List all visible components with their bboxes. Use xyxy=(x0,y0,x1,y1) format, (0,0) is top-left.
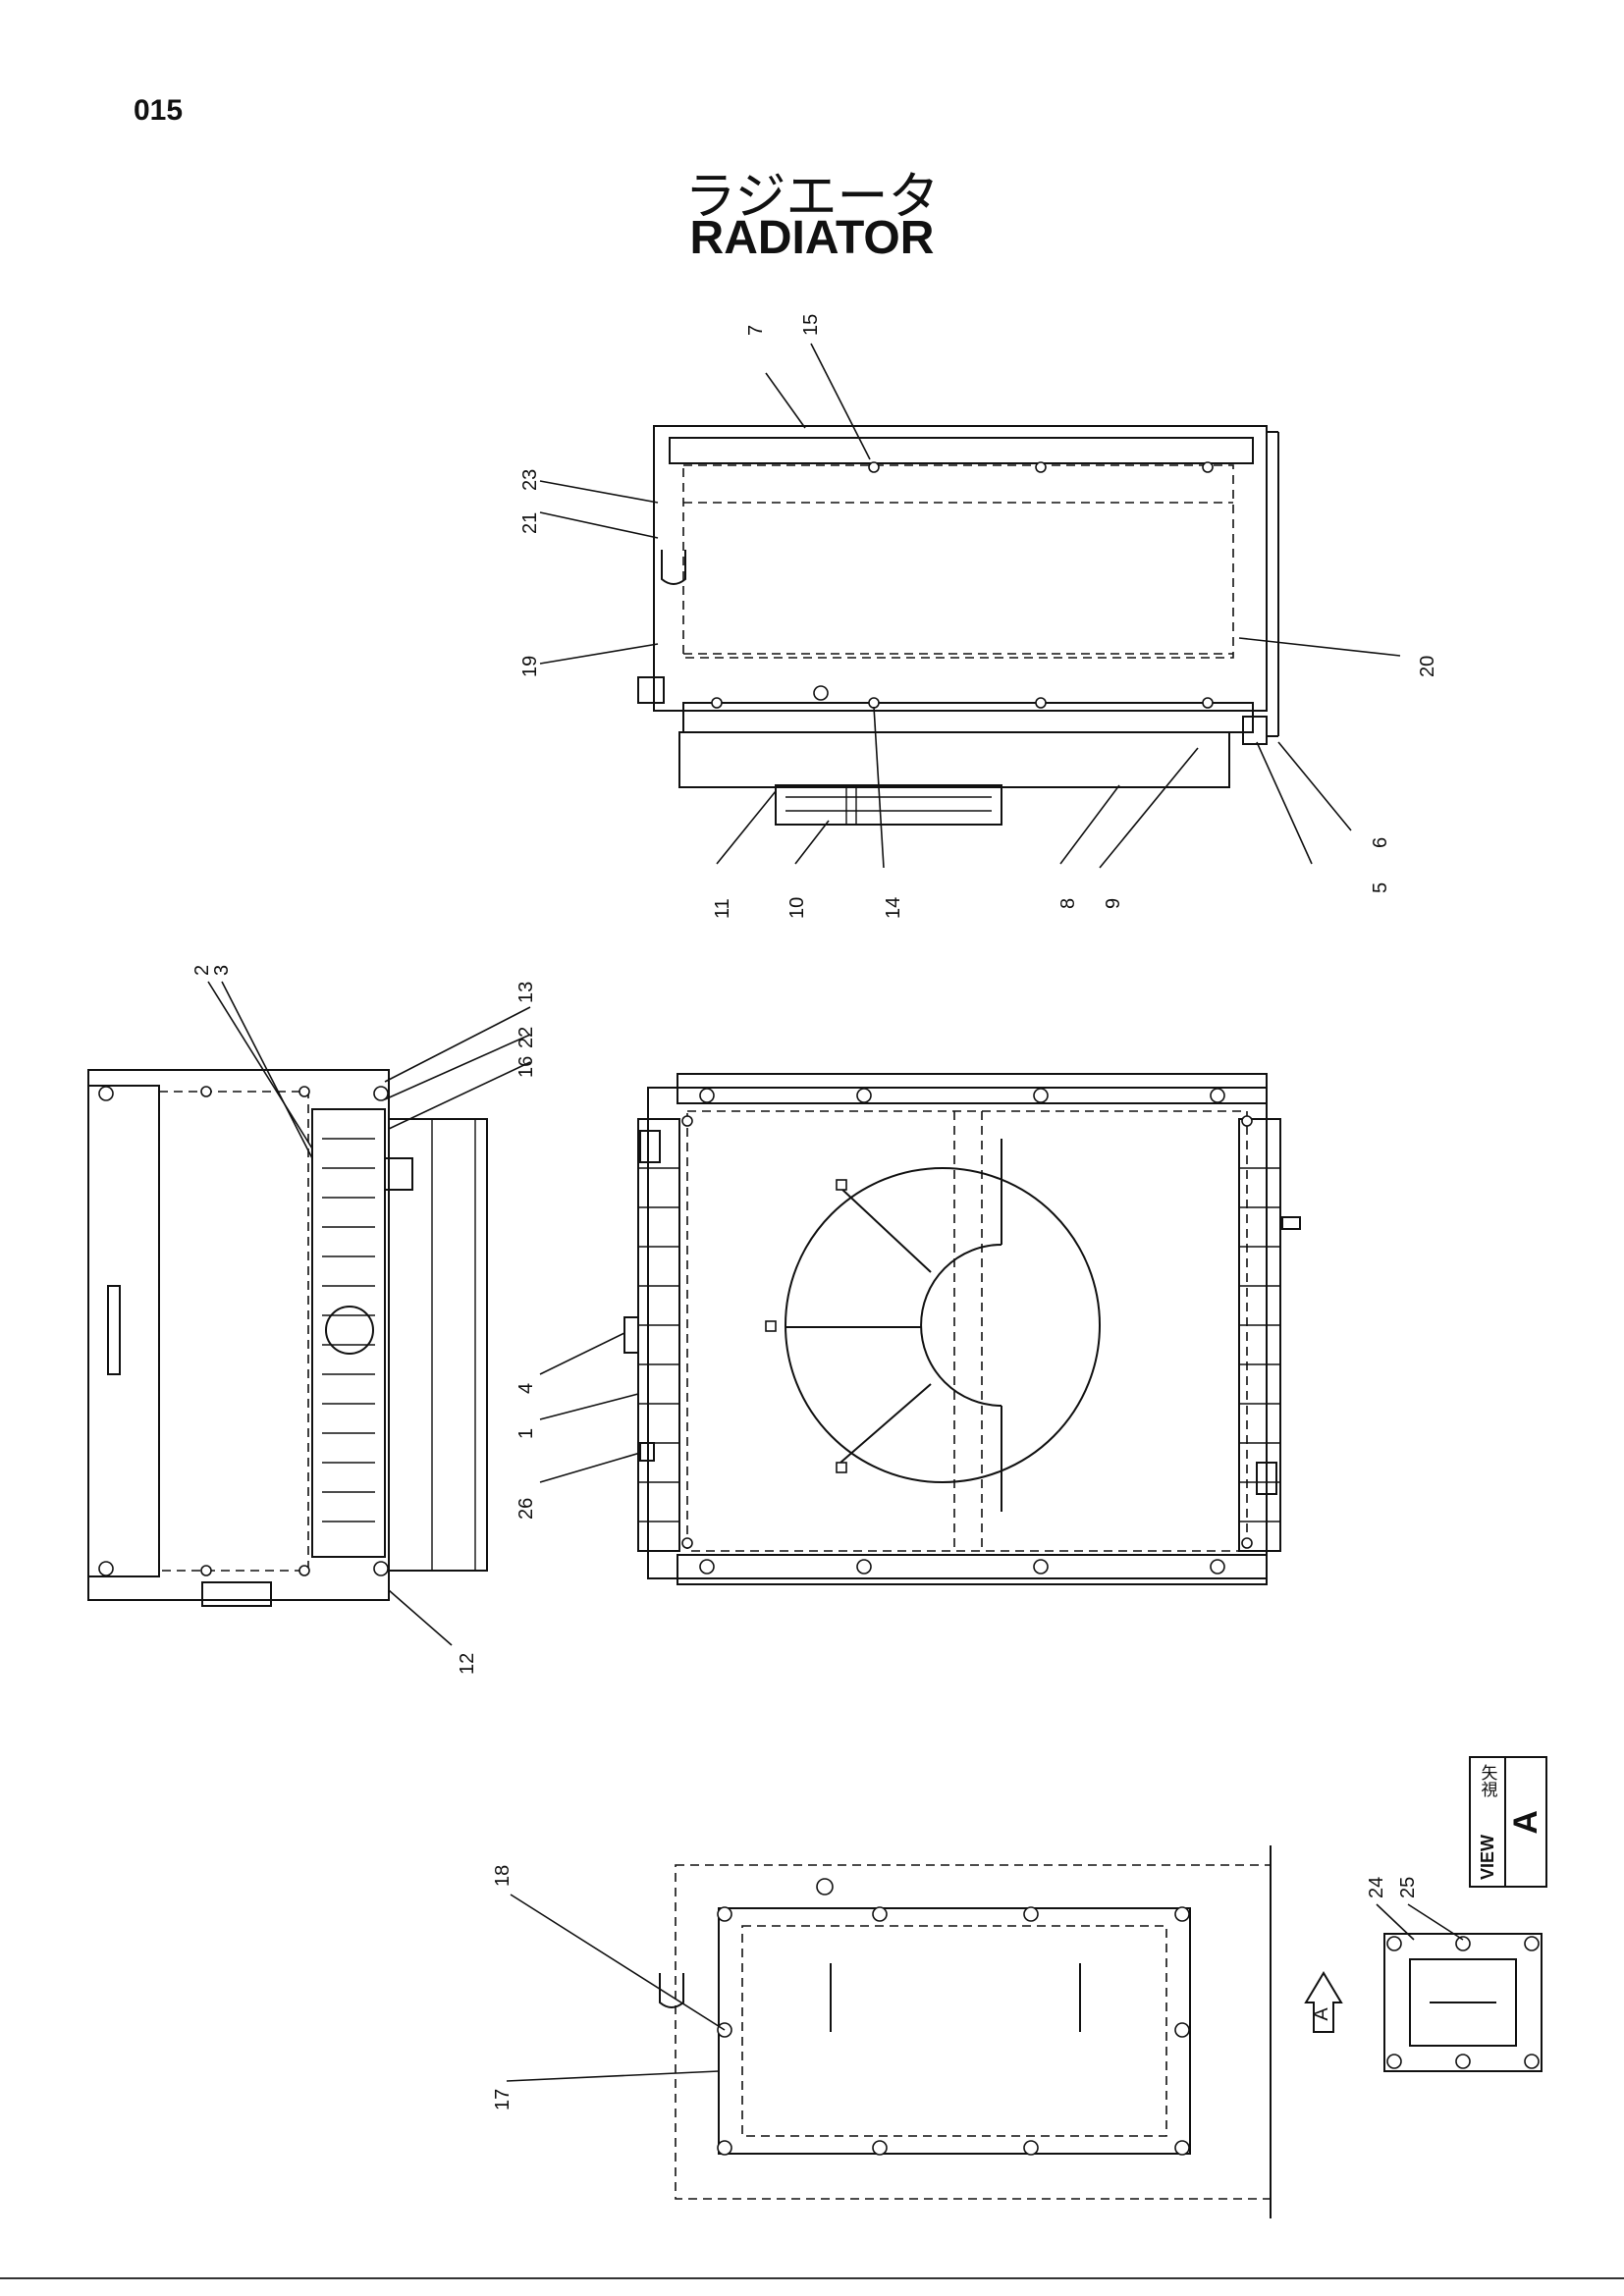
view-a-inner-panel xyxy=(1409,1958,1517,2047)
callout-2: 2 xyxy=(191,965,213,976)
callout-6: 6 xyxy=(1370,837,1391,848)
top-view-u-bolt xyxy=(661,550,686,585)
top-view-plug xyxy=(813,685,829,701)
view-label-letter: A xyxy=(1506,1809,1544,1835)
side-view-core xyxy=(158,1091,309,1572)
top-view-guard xyxy=(775,784,1002,826)
callout-11: 11 xyxy=(712,898,733,919)
side-view xyxy=(87,1069,488,1607)
callout-22: 22 xyxy=(515,1027,537,1048)
callout-3: 3 xyxy=(211,965,233,976)
callout-10: 10 xyxy=(786,897,808,919)
top-view-shroud xyxy=(678,731,1230,788)
callout-1: 1 xyxy=(515,1428,537,1439)
callout-21: 21 xyxy=(519,512,541,534)
callout-16: 16 xyxy=(515,1056,537,1078)
top-view-filler-cap xyxy=(637,676,665,704)
callout-5: 5 xyxy=(1370,882,1391,893)
callout-26: 26 xyxy=(515,1498,537,1520)
leader-lines xyxy=(207,343,1464,2082)
callout-25: 25 xyxy=(1397,1877,1419,1898)
front-view-outer-frame xyxy=(647,1087,1268,1579)
plate-view-outline xyxy=(675,1864,1272,2200)
front-view-filler-neck xyxy=(623,1316,639,1354)
callout-20: 20 xyxy=(1417,656,1438,677)
view-a-detail: A xyxy=(1304,1933,1543,2072)
callout-7: 7 xyxy=(745,325,767,336)
side-view-shroud xyxy=(388,1118,488,1572)
view-a-arrow-letter: A xyxy=(1311,2007,1332,2021)
side-view-bracket xyxy=(384,1157,413,1191)
plate-view-cover xyxy=(718,1907,1191,2155)
view-a-label-box: 矢視 VIEW A xyxy=(1469,1756,1547,1888)
front-view-core xyxy=(686,1110,1248,1552)
callout-18: 18 xyxy=(492,1865,514,1887)
callout-8: 8 xyxy=(1057,898,1079,909)
callout-19: 19 xyxy=(519,656,541,677)
plate-view-u-bolt xyxy=(659,1973,684,2008)
title-japanese: ラジエータ xyxy=(684,168,940,227)
top-view-lower-plate xyxy=(682,702,1254,733)
top-view-outer-frame xyxy=(653,425,1268,712)
view-a-cover-plate xyxy=(1383,1933,1543,2072)
title-english: RADIATOR xyxy=(689,212,935,264)
top-view xyxy=(637,425,1279,826)
callout-13: 13 xyxy=(515,982,537,1003)
callout-17: 17 xyxy=(492,2089,514,2110)
front-view-top-bar xyxy=(677,1073,1268,1104)
top-view-drain xyxy=(1242,716,1268,745)
front-view-inlet xyxy=(639,1130,661,1163)
front-view xyxy=(623,1073,1301,1585)
callout-15: 15 xyxy=(800,314,822,336)
plate-view xyxy=(659,1845,1272,2218)
callout-numbers: 7 15 23 21 19 20 6 5 9 8 14 10 11 2 3 13… xyxy=(191,314,1438,2110)
side-view-handle xyxy=(107,1285,121,1375)
front-view-outlet xyxy=(1256,1462,1277,1495)
callout-24: 24 xyxy=(1366,1877,1387,1898)
callout-12: 12 xyxy=(457,1653,478,1675)
side-view-fan-hub xyxy=(325,1306,374,1355)
front-view-fan-inner-arc xyxy=(920,1244,1002,1407)
side-view-fin-block xyxy=(311,1108,386,1558)
front-view-drain-cock xyxy=(1281,1216,1301,1230)
front-view-label-plate xyxy=(639,1442,655,1462)
front-view-bottom-bar xyxy=(677,1554,1268,1585)
front-view-left-tank xyxy=(637,1118,680,1552)
top-view-tank-cover xyxy=(669,437,1254,464)
callout-9: 9 xyxy=(1103,898,1124,909)
front-view-right-tank xyxy=(1238,1118,1281,1552)
page-number: 015 xyxy=(134,94,184,127)
side-view-left-panel xyxy=(87,1085,160,1577)
side-view-outer-frame xyxy=(87,1069,390,1601)
callout-14: 14 xyxy=(883,897,904,919)
footer-rule xyxy=(0,2277,1624,2279)
callout-4: 4 xyxy=(515,1383,537,1394)
view-a-arrow-icon xyxy=(1304,1971,1343,2033)
side-view-u-bolt xyxy=(201,1581,272,1607)
view-label-english: VIEW xyxy=(1477,1834,1497,1880)
top-view-core-outline xyxy=(682,464,1234,659)
view-label-japanese: 矢視 xyxy=(1477,1764,1497,1797)
callout-23: 23 xyxy=(519,469,541,491)
front-view-fan-shroud-ring xyxy=(785,1167,1101,1483)
plate-view-gasket xyxy=(741,1925,1167,2137)
